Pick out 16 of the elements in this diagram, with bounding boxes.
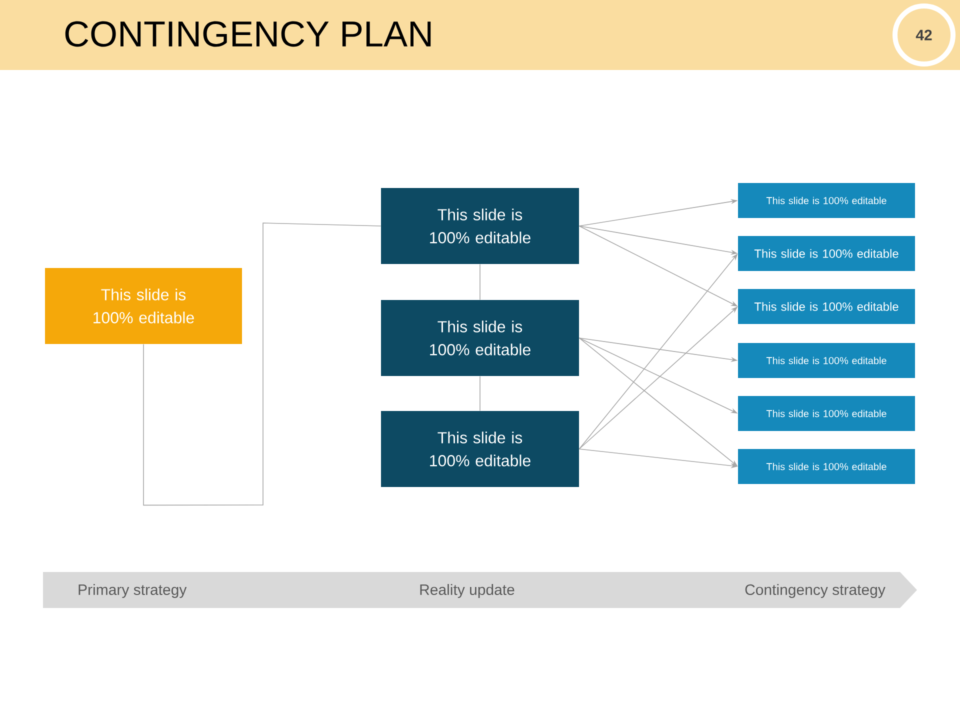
contingency-box: This slide is 100% editable: [738, 289, 916, 324]
contingency-box: This slide is 100% editable: [738, 449, 916, 484]
contingency-box: This slide is 100% editable: [738, 396, 916, 431]
contingency-box: This slide is 100% editable: [738, 343, 916, 378]
update-box: This slide is 100% editable: [381, 300, 579, 376]
timeline-label: Primary strategy: [78, 584, 187, 598]
timeline-label: Contingency strategy: [745, 584, 886, 598]
update-box: This slide is 100% editable: [381, 411, 579, 487]
connector: [143, 222, 382, 506]
title: CONTINGENCY PLAN: [65, 21, 431, 47]
page-number: 42: [916, 30, 932, 40]
timeline-label: Reality update: [420, 584, 514, 598]
strategy-box: This slide is 100% editable: [45, 268, 242, 344]
contingency-box: This slide is 100% editable: [738, 236, 916, 271]
update-box: This slide is 100% editable: [381, 188, 579, 264]
contingency-box: This slide is 100% editable: [738, 183, 916, 218]
